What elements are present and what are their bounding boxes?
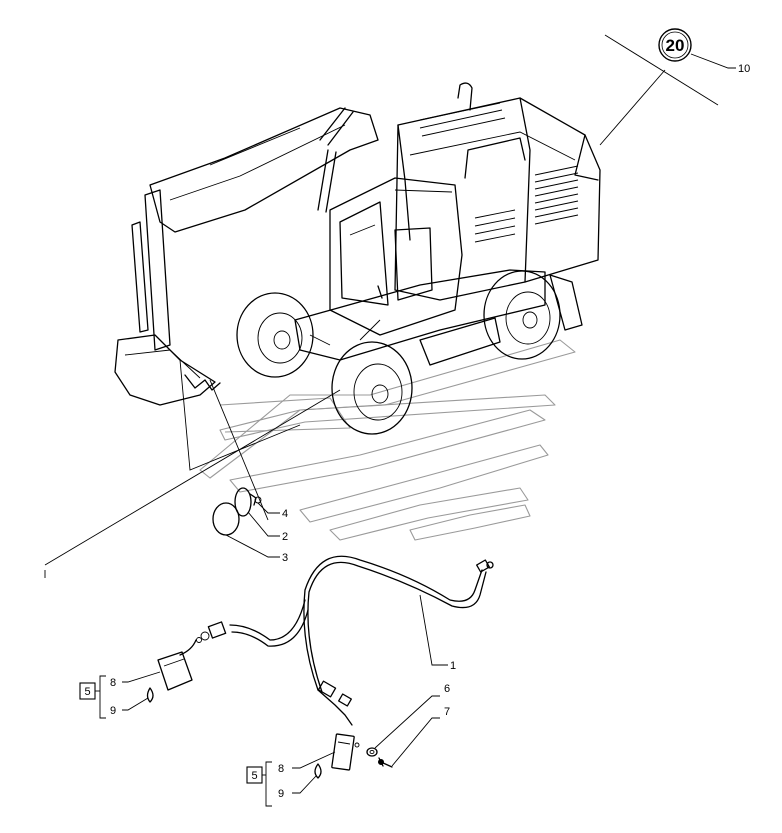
lamp-housing: [234, 487, 252, 517]
terminal-upper: [146, 687, 154, 703]
switch-assembly-lower: 8 9 5: [246, 733, 360, 807]
part-label-5-upper: 5: [84, 686, 90, 698]
fastener-parts: 6 7: [366, 683, 450, 768]
part-label-9-upper: 9: [110, 705, 116, 717]
wiring-harness: 1: [196, 555, 494, 726]
rear-wheel: [483, 270, 561, 360]
main-callout-number: 20: [666, 36, 685, 55]
switch-assembly-upper: 8 9 5: [79, 639, 197, 719]
part-label-7: 7: [444, 706, 450, 718]
front-right-wheel: [331, 341, 413, 435]
excavator-illustration: [114, 82, 601, 435]
washer: [366, 747, 378, 757]
part-label-8-upper: 8: [110, 677, 116, 689]
switch-plate-upper: [157, 651, 193, 691]
part-label-4: 4: [282, 508, 288, 520]
part-label-8-lower: 8: [278, 763, 284, 775]
part-label-6: 6: [444, 683, 450, 695]
watermark-stripes: [199, 339, 576, 541]
part-label-9-lower: 9: [278, 788, 284, 800]
guide-lines: [44, 34, 719, 578]
part-label-1: 1: [450, 660, 456, 672]
part-label-2: 2: [282, 531, 288, 543]
work-light-assembly: 4 2 3: [212, 487, 288, 564]
part-label-5-lower: 5: [251, 770, 257, 782]
terminal-lower: [314, 763, 322, 779]
part-label-3: 3: [282, 552, 288, 564]
main-callout-ref: 10: [738, 63, 750, 75]
switch-plate-lower: [331, 733, 355, 771]
main-callout: 20 10: [658, 28, 750, 75]
front-left-wheel: [236, 292, 314, 378]
